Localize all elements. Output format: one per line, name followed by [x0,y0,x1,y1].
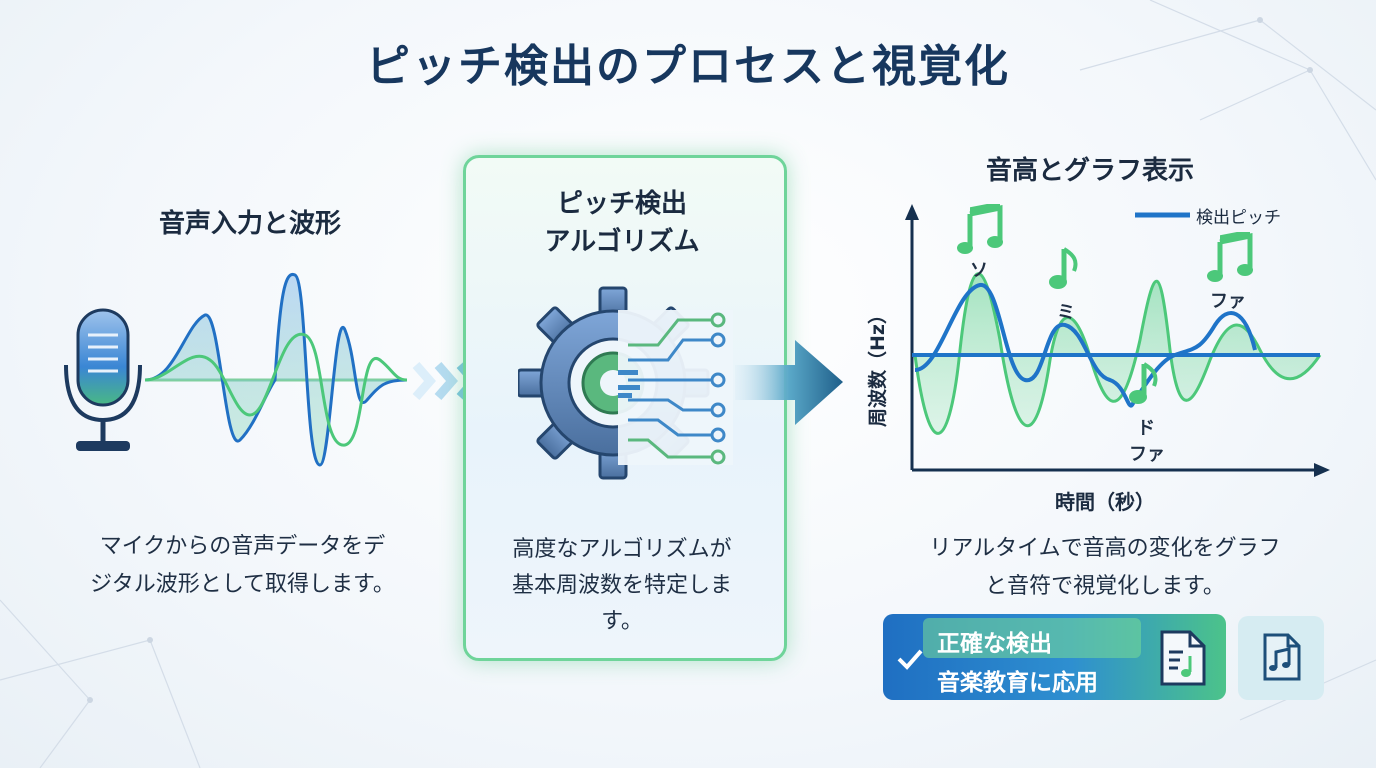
output-section-description: リアルタイムで音高の変化をグラフ と音符で視覚化します。 [885,530,1325,606]
note-label: ファ [1129,444,1165,465]
algorithm-description-line-3: す。 [601,609,643,634]
output-description-line-1: リアルタイムで音高の変化をグラフ [929,536,1281,561]
music-note-icon [1049,247,1078,289]
music-note-icon [957,204,1003,254]
note-label: ド [1137,418,1155,439]
note-label: ミ [1057,302,1075,323]
page-title: ピッチ検出のプロセスと視覚化 [366,41,1010,92]
input-description-line-1: マイクからの音声データをデ [99,534,386,559]
badge-line-1: 正確な検出 [937,631,1052,657]
microphone-icon [64,308,142,451]
feature-badge-highlight [923,618,1141,658]
input-description-line-2: ジタル波形として取得します。 [90,572,395,597]
note-label: ファ [1210,291,1246,312]
music-file-icon [1263,633,1301,681]
note-label: ソ [970,260,988,281]
music-note-icon [1207,232,1253,282]
x-axis-label: 時間（秒） [1055,490,1155,514]
algorithm-heading: ピッチ検出 アルゴリズム [463,185,781,261]
legend-label: 検出ピッチ [1196,208,1281,228]
waveform-icon [145,272,408,467]
pitch-graph [905,204,1330,477]
algorithm-description-line-2: 基本周波数を特定しま [511,573,732,598]
right-arrow-icon [735,340,843,425]
algorithm-heading-line-1: ピッチ検出 [556,189,687,219]
music-note-icon [1129,362,1158,404]
input-section-heading: 音声入力と波形 [158,209,341,239]
algorithm-heading-line-2: アルゴリズム [544,227,700,257]
gear-circuit-icon [518,286,733,480]
algorithm-description: 高度なアルゴリズムが 基本周波数を特定しま す。 [463,532,781,640]
badge-line-2: 音楽教育に応用 [937,670,1098,696]
output-section-heading: 音高とグラフ表示 [985,156,1194,186]
input-section-description: マイクからの音声データをデ ジタル波形として取得します。 [55,528,430,604]
output-description-line-2: と音符で視覚化します。 [985,574,1225,599]
check-icon [897,649,923,670]
document-music-icon [1160,630,1206,686]
algorithm-description-line-1: 高度なアルゴリズムが [512,537,732,562]
y-axis-label: 周波数（Hz） [867,305,889,427]
